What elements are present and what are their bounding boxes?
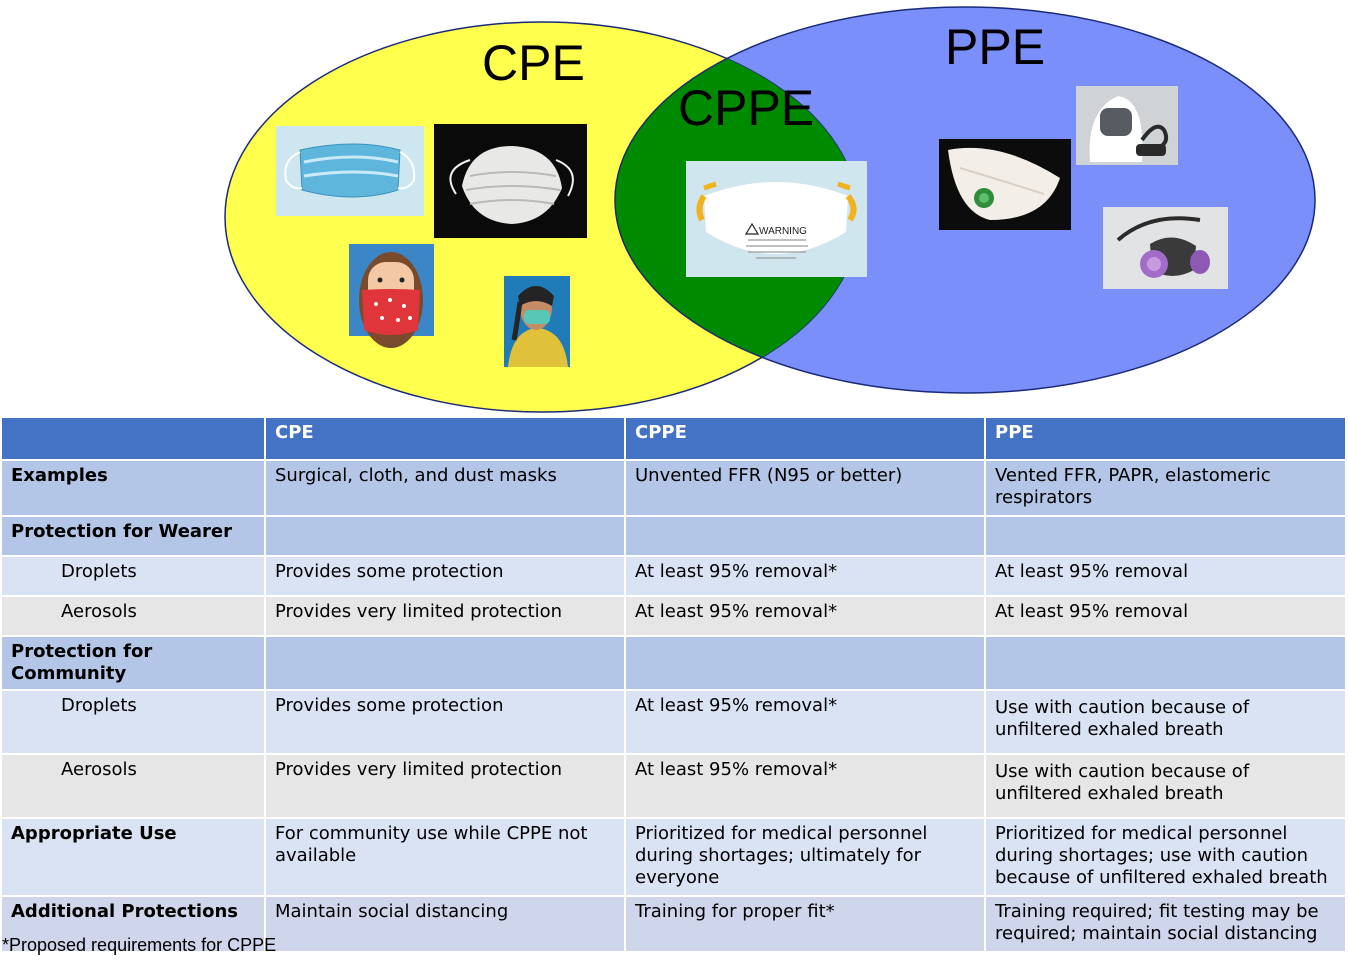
cell-cppe: Prioritized for medical personnel during…	[624, 817, 986, 897]
table-row-protection-wearer: Protection for Wearer	[0, 515, 1347, 557]
row-label: Appropriate Use	[0, 817, 266, 897]
cell-ppe: Prioritized for medical personnel during…	[984, 817, 1347, 897]
header-cell-cppe: CPPE	[624, 416, 986, 461]
cell-cppe: At least 95% removal*	[624, 753, 986, 819]
cell-ppe: Use with caution because of unfiltered e…	[984, 689, 1347, 755]
cell-cppe: At least 95% removal*	[624, 689, 986, 755]
header-cell-ppe: PPE	[984, 416, 1347, 461]
cell-cpe: Provides some protection	[264, 555, 626, 597]
table-header-row: CPE CPPE PPE	[0, 416, 1347, 461]
warning-text: WARNING	[759, 226, 807, 237]
papr-hood-image	[1076, 86, 1178, 165]
vented-ffr-image	[939, 139, 1071, 230]
cell-ppe: Use with caution because of unfiltered e…	[984, 753, 1347, 819]
table-row-community-droplets: Droplets Provides some protection At lea…	[0, 689, 1347, 755]
row-label: Protection for Wearer	[0, 515, 266, 557]
cloth-mask-person-image	[349, 244, 434, 348]
row-label: Droplets	[0, 555, 266, 597]
cell-cpe: For community use while CPPE not availab…	[264, 817, 626, 897]
table-row-additional-protections: Additional Protections Maintain social d…	[0, 895, 1347, 953]
footnote: *Proposed requirements for CPPE	[2, 935, 277, 955]
table-row-community-aerosols: Aerosols Provides very limited protectio…	[0, 753, 1347, 819]
cell-cpe	[264, 635, 626, 691]
unvented-ffr-image: WARNING	[686, 161, 867, 277]
header-cell-empty	[0, 416, 266, 461]
row-label: Droplets	[0, 689, 266, 755]
cell-ppe	[984, 635, 1347, 691]
cpe-label: CPE	[482, 35, 585, 91]
cppe-overlap-region	[615, 22, 859, 393]
ppe-ellipse-outline	[614, 6, 1316, 394]
dust-mask-image	[434, 124, 587, 238]
cell-cppe: Unvented FFR (N95 or better)	[624, 459, 986, 517]
elastomeric-respirator-image	[1103, 207, 1228, 289]
row-label: Examples	[0, 459, 266, 517]
table-row-appropriate-use: Appropriate Use For community use while …	[0, 817, 1347, 897]
ppe-label: PPE	[945, 19, 1045, 75]
cell-ppe: Training required; fit testing may be re…	[984, 895, 1347, 953]
table-row-wearer-aerosols: Aerosols Provides very limited protectio…	[0, 595, 1347, 637]
table-row-protection-community: Protection for Community	[0, 635, 1347, 691]
cell-cpe: Surgical, cloth, and dust masks	[264, 459, 626, 517]
header-cell-cpe: CPE	[264, 416, 626, 461]
comparison-table: CPE CPPE PPE Examples Surgical, cloth, a…	[0, 416, 1347, 953]
cell-cpe: Provides very limited protection	[264, 753, 626, 819]
surgical-mask-image	[276, 126, 424, 216]
cell-cppe	[624, 635, 986, 691]
venn-diagram: CPE CPPE PPE	[224, 6, 1316, 413]
cell-cpe: Provides very limited protection	[264, 595, 626, 637]
row-label: Aerosols	[0, 595, 266, 637]
cell-cppe	[624, 515, 986, 557]
cell-cpe: Provides some protection	[264, 689, 626, 755]
row-label: Protection for Community	[0, 635, 266, 691]
cell-ppe: At least 95% removal	[984, 595, 1347, 637]
mask-person-image	[504, 276, 570, 367]
cell-ppe: At least 95% removal	[984, 555, 1347, 597]
cell-cppe: At least 95% removal*	[624, 595, 986, 637]
table-row-examples: Examples Surgical, cloth, and dust masks…	[0, 459, 1347, 517]
table-row-wearer-droplets: Droplets Provides some protection At lea…	[0, 555, 1347, 597]
cppe-label: CPPE	[678, 80, 814, 136]
cell-cppe: Training for proper fit*	[624, 895, 986, 953]
cell-cpe: Maintain social distancing	[264, 895, 626, 953]
cell-cppe: At least 95% removal*	[624, 555, 986, 597]
row-label: Additional Protections	[0, 895, 266, 953]
row-label: Aerosols	[0, 753, 266, 819]
cell-ppe	[984, 515, 1347, 557]
cell-cpe	[264, 515, 626, 557]
cell-ppe: Vented FFR, PAPR, elastomeric respirator…	[984, 459, 1347, 517]
